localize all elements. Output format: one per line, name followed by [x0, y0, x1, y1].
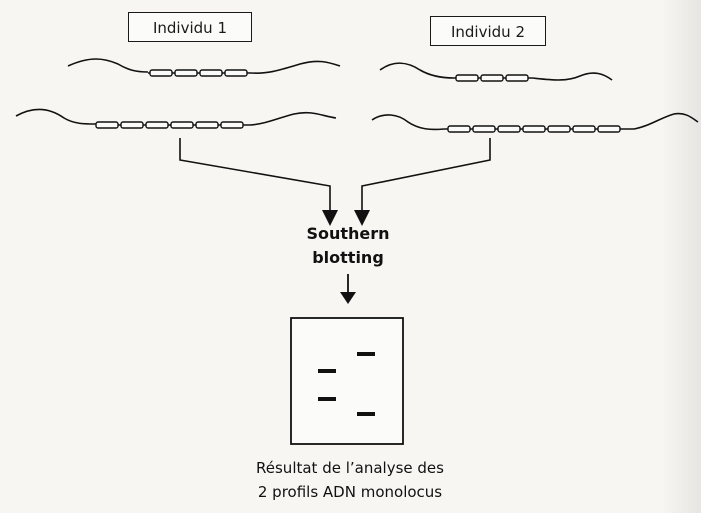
individual-2-allele-b — [371, 112, 699, 133]
individual-1-label: Individu 1 — [128, 12, 252, 42]
band-individual-2-upper — [357, 352, 375, 356]
result-caption: Résultat de l’analyse des 2 profils ADN … — [210, 456, 490, 504]
repeat-unit — [497, 125, 521, 133]
repeat-unit — [170, 121, 194, 129]
band-individual-1-upper — [318, 369, 336, 373]
process-line-2: blotting — [312, 248, 384, 267]
process-line-1: Southern — [306, 224, 390, 243]
repeat-unit — [597, 125, 621, 133]
repeat-unit — [149, 69, 173, 77]
repeat-unit — [572, 125, 596, 133]
repeat-unit — [220, 121, 244, 129]
southern-blotting-label: Southern blotting — [288, 222, 408, 270]
repeat-unit — [195, 121, 219, 129]
repeat-unit — [447, 125, 471, 133]
convergence-arrows — [179, 138, 491, 226]
down-arrow — [340, 274, 356, 304]
repeat-unit — [480, 74, 504, 82]
page-edge-shadow — [661, 0, 701, 513]
individual-1-allele-b — [15, 108, 337, 129]
repeat-unit — [455, 74, 479, 82]
repeat-unit — [224, 69, 248, 77]
repeat-unit — [174, 69, 198, 77]
individual-1-allele-a — [67, 58, 341, 77]
caption-line-2: 2 profils ADN monolocus — [257, 483, 443, 501]
individual-2-label: Individu 2 — [430, 16, 546, 46]
repeat-unit — [199, 69, 223, 77]
caption-line-1: Résultat de l’analyse des — [256, 459, 444, 477]
band-individual-1-lower — [318, 397, 336, 401]
repeat-unit — [95, 121, 119, 129]
repeat-unit — [145, 121, 169, 129]
individual-2-allele-a — [379, 62, 613, 82]
repeat-unit — [120, 121, 144, 129]
repeat-unit — [522, 125, 546, 133]
repeat-unit — [547, 125, 571, 133]
repeat-unit — [472, 125, 496, 133]
repeat-unit — [505, 74, 529, 82]
result-gel — [290, 317, 404, 445]
band-individual-2-lower — [357, 412, 375, 416]
